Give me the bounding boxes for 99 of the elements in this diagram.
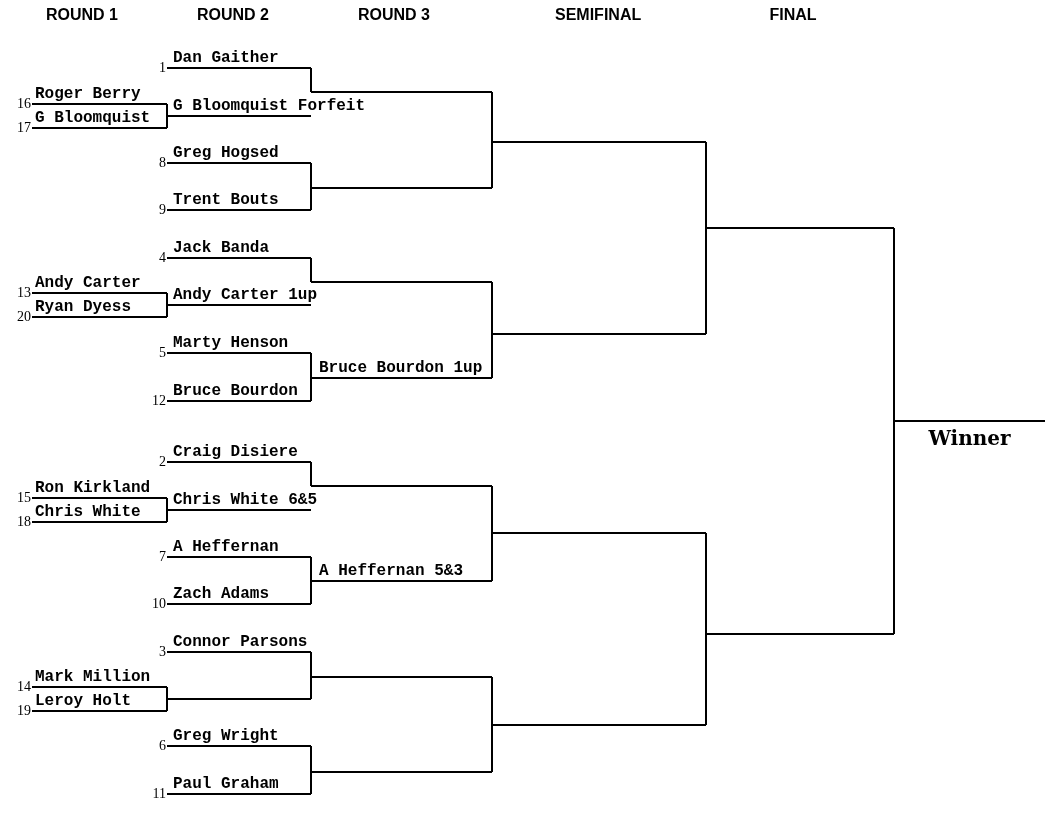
bracket-connector xyxy=(491,724,493,773)
match-result: Chris White 6&5 xyxy=(173,491,318,509)
bracket-connector xyxy=(166,509,168,523)
column-header: SEMIFINAL xyxy=(555,6,642,24)
bracket-connector xyxy=(166,497,168,511)
bracket-line xyxy=(492,724,706,726)
bracket-connector xyxy=(310,162,312,189)
player-name: G Bloomquist xyxy=(35,109,151,127)
bracket-connector xyxy=(310,580,312,605)
bracket-connector xyxy=(705,227,707,335)
bracket-connector xyxy=(705,141,707,229)
bracket-connector xyxy=(491,281,493,335)
bracket-line xyxy=(167,698,311,700)
bracket-line xyxy=(311,281,492,283)
bracket-connector xyxy=(166,698,168,712)
player-name: Bruce Bourdon xyxy=(173,382,298,400)
player-name: Ryan Dyess xyxy=(35,298,131,316)
match-result: Andy Carter 1up xyxy=(173,286,318,304)
match-result: G Bloomquist Forfeit xyxy=(173,97,366,115)
seed-number: 12 xyxy=(152,394,166,408)
seed-number: 5 xyxy=(159,346,166,360)
player-name: Greg Hogsed xyxy=(173,144,279,162)
bracket-connector xyxy=(310,651,312,678)
bracket-connector xyxy=(705,532,707,635)
player-name: Dan Gaither xyxy=(173,49,279,67)
bracket-connector xyxy=(491,333,493,379)
bracket-connector xyxy=(310,461,312,487)
seed-number: 8 xyxy=(159,156,166,170)
bracket-line xyxy=(311,187,492,189)
seed-number: 11 xyxy=(152,787,166,801)
bracket-line xyxy=(311,485,492,487)
bracket-line xyxy=(311,91,492,93)
column-header: ROUND 1 xyxy=(46,6,118,24)
player-name: Craig Disiere xyxy=(173,443,298,461)
bracket-line xyxy=(706,227,894,229)
player-name: A Heffernan xyxy=(173,538,279,556)
player-name: Chris White xyxy=(35,503,141,521)
seed-number: 9 xyxy=(159,203,166,217)
seed-number: 13 xyxy=(17,286,31,300)
seed-number: 6 xyxy=(159,739,166,753)
bracket-connector xyxy=(893,227,895,422)
player-name: Ron Kirkland xyxy=(35,479,151,497)
bracket-line xyxy=(706,633,894,635)
seed-number: 20 xyxy=(17,310,31,324)
bracket-connector xyxy=(491,532,493,582)
bracket-connector xyxy=(491,676,493,726)
player-name: Jack Banda xyxy=(173,239,269,257)
bracket-connector xyxy=(310,257,312,283)
seed-number: 4 xyxy=(159,251,166,265)
bracket-connector xyxy=(705,633,707,726)
player-name: Paul Graham xyxy=(173,775,279,793)
player-name: Greg Wright xyxy=(173,727,279,745)
seed-number: 17 xyxy=(17,121,31,135)
bracket-connector xyxy=(310,745,312,773)
player-name: Marty Henson xyxy=(173,334,289,352)
seed-number: 16 xyxy=(17,97,31,111)
seed-number: 10 xyxy=(152,597,166,611)
bracket-connector xyxy=(310,676,312,700)
column-header: FINAL xyxy=(769,6,817,24)
bracket-connector xyxy=(310,352,312,379)
seed-number: 15 xyxy=(17,491,31,505)
seed-number: 2 xyxy=(159,455,166,469)
bracket-connector xyxy=(893,420,895,635)
bracket-connector xyxy=(166,115,168,129)
player-name: Zach Adams xyxy=(173,585,269,603)
bracket-connector xyxy=(310,187,312,211)
match-result: Bruce Bourdon 1up xyxy=(319,359,483,377)
player-name: Roger Berry xyxy=(35,85,141,103)
match-result: A Heffernan 5&3 xyxy=(319,562,464,580)
bracket-connector xyxy=(166,304,168,318)
bracket-connector xyxy=(166,686,168,700)
column-header: ROUND 3 xyxy=(358,6,430,24)
seed-number: 3 xyxy=(159,645,166,659)
bracket-connector xyxy=(310,771,312,795)
bracket-connector xyxy=(310,377,312,402)
bracket-connector xyxy=(166,103,168,117)
player-name: Connor Parsons xyxy=(173,633,308,651)
bracket-connector xyxy=(166,292,168,306)
player-name: Trent Bouts xyxy=(173,191,279,209)
bracket-connector xyxy=(491,485,493,534)
seed-number: 7 xyxy=(159,550,166,564)
seed-number: 14 xyxy=(17,680,31,694)
bracket-line xyxy=(492,532,706,534)
bracket-line xyxy=(311,676,492,678)
bracket-line xyxy=(492,333,706,335)
bracket-line xyxy=(311,771,492,773)
player-name: Andy Carter xyxy=(35,274,141,292)
bracket-connector xyxy=(310,556,312,582)
bracket-line xyxy=(492,141,706,143)
bracket-connector xyxy=(491,91,493,143)
seed-number: 18 xyxy=(17,515,31,529)
seed-number: 1 xyxy=(159,61,166,75)
seed-number: 19 xyxy=(17,704,31,718)
winner-label: Winner xyxy=(928,426,1011,450)
player-name: Mark Million xyxy=(35,668,151,686)
player-name: Leroy Holt xyxy=(35,692,131,710)
bracket-connector xyxy=(491,141,493,189)
bracket-connector xyxy=(310,67,312,93)
column-header: ROUND 2 xyxy=(197,6,269,24)
